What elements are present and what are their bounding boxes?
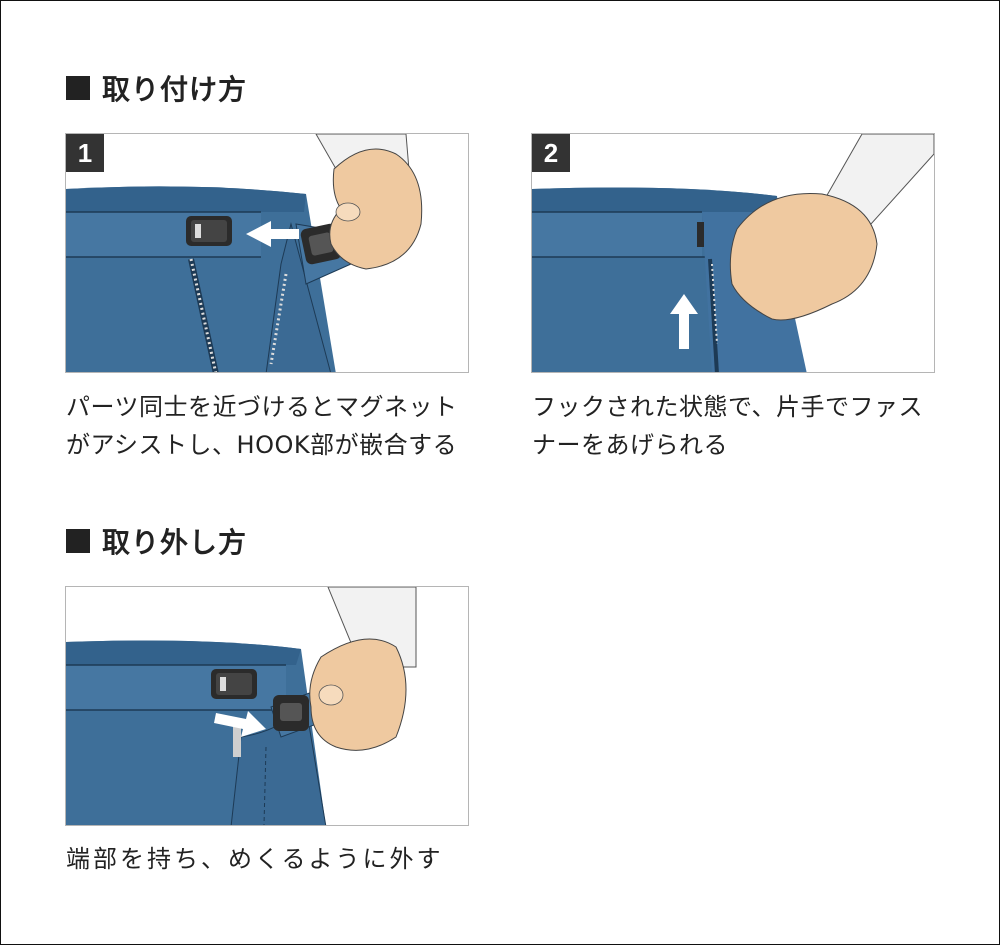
section-title-text: 取り外し方	[102, 526, 248, 559]
illustration-step-2: 2	[531, 133, 935, 373]
section-title-attach: 取り付け方	[66, 68, 247, 108]
illustration-step-1: 1	[65, 133, 469, 373]
square-bullet-icon	[66, 529, 90, 553]
step-badge-1: 1	[66, 134, 104, 172]
caption-step-2: フックされた状態で、片手でファス ナーをあげられる	[532, 393, 924, 459]
section-title-text: 取り付け方	[102, 73, 248, 106]
section-title-detach: 取り外し方	[66, 521, 247, 561]
step-badge-2: 2	[532, 134, 570, 172]
detach-illustration	[66, 587, 417, 825]
caption-detach: 端部を持ち、めくるように外す	[66, 845, 444, 873]
illustration-detach	[65, 586, 469, 826]
caption-step-1: パーツ同士を近づけるとマグネット がアシストし、HOOK部が嵌合する	[66, 393, 458, 459]
attach-step-1-illustration	[66, 134, 423, 372]
attach-step-2-illustration	[532, 134, 934, 372]
square-bullet-icon	[66, 76, 90, 100]
